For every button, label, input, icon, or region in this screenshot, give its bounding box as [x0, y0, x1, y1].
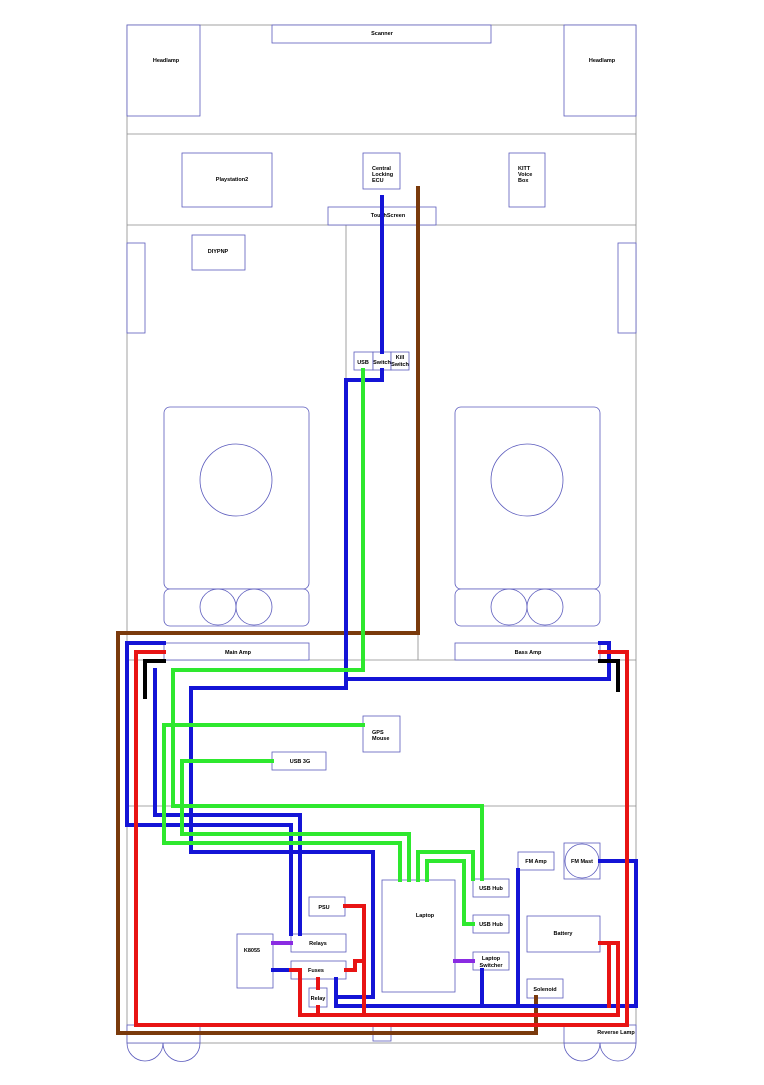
blue-wire-bassamp — [344, 668, 611, 681]
green-wire-gps — [162, 723, 402, 882]
central-locking-label-3: ECU — [372, 178, 384, 184]
central-locking-box — [362, 152, 401, 190]
usb-3g-label: USB 3G — [290, 759, 310, 765]
right-door-panel — [617, 242, 637, 334]
kill-switch-box — [390, 351, 410, 371]
switch-label: Switch — [373, 360, 391, 366]
solenoid-box — [526, 978, 564, 999]
main-amp-label: Main Amp — [225, 650, 252, 656]
left-seat-base — [163, 406, 310, 590]
kitt-label-3: Box — [518, 178, 529, 184]
headlamp-right-box — [563, 24, 637, 117]
rear-lamp-left-bulbs — [126, 1042, 201, 1062]
gps-mouse-label-2: Mouse — [372, 736, 389, 742]
headlamp-left-box — [126, 24, 201, 117]
black-wire-main-amp — [143, 659, 166, 699]
right-seat-headrest-right — [526, 588, 564, 626]
k8055-box — [236, 933, 274, 989]
blue-wire-bass-right — [598, 641, 611, 672]
right-seat — [454, 406, 601, 627]
laptop-label: Laptop — [416, 913, 435, 919]
usb-hub-1-label: USB Hub — [479, 886, 503, 892]
laptop-box — [381, 879, 456, 993]
battery-box — [526, 915, 601, 953]
green-wire-hubs — [416, 850, 475, 882]
usb-hub-2-label: USB Hub — [479, 922, 503, 928]
kitt-label-1: KITT — [518, 166, 531, 172]
playstation-box — [181, 152, 273, 208]
left-seat-headrest-right — [235, 588, 273, 626]
diypnp-label: DIYPNP — [208, 249, 229, 255]
fm-amp-label: FM Amp — [525, 859, 547, 865]
red-wire-psu — [289, 904, 366, 1017]
scanner-box — [271, 24, 492, 44]
left-seat — [163, 406, 310, 627]
fm-amp-box — [517, 851, 555, 871]
green-wire-usb — [171, 368, 484, 881]
scanner-label: Scanner — [371, 31, 394, 37]
fm-mast-label: FM Mast — [571, 859, 593, 865]
headlamp-right-label: Headlamp — [589, 58, 616, 64]
psu-label: PSU — [318, 905, 329, 911]
gps-mouse-box — [362, 715, 401, 753]
blue-wire-fm-battery — [334, 859, 638, 1008]
blue-wire-left-loop — [125, 641, 293, 936]
fuses-label: Fuses — [308, 968, 324, 974]
central-locking-label-2: Locking — [372, 172, 393, 178]
bass-amp-label: Bass Amp — [515, 650, 542, 656]
green-wire-usb3g — [180, 759, 411, 882]
battery-label: Battery — [554, 931, 574, 937]
kill-switch-label-1: Kill — [396, 355, 405, 361]
left-door-panel — [126, 242, 146, 334]
rear-lamp-right-bulbs — [563, 1042, 637, 1062]
usb-label: USB — [357, 360, 369, 366]
k8055-label: K8055 — [244, 948, 260, 954]
central-locking-label-1: Central — [372, 166, 391, 172]
relay-label: Relay — [311, 996, 327, 1002]
usb-hub-1-box — [472, 878, 510, 898]
blue-wire-left-loop-2 — [153, 668, 302, 936]
laptop-switcher-label-1: Laptop — [482, 956, 501, 962]
right-seat-base — [454, 406, 601, 590]
diypnp-box — [191, 234, 246, 271]
right-seat-circle — [490, 443, 564, 517]
kitt-voice-box — [508, 152, 546, 208]
relays-label: Relays — [309, 941, 327, 947]
laptop-switcher-label-2: Switcher — [480, 963, 504, 969]
left-seat-circle — [199, 443, 273, 517]
black-wire-bass-amp — [598, 659, 620, 692]
headlamp-left-label: Headlamp — [153, 58, 180, 64]
solenoid-label: Solenoid — [533, 987, 556, 993]
gps-mouse-label-1: GPS — [372, 730, 384, 736]
kill-switch-label-2: Switch — [391, 362, 409, 368]
touchscreen-label: TouchScreen — [371, 213, 406, 219]
reverse-lamp-label: Reverse Lamp — [597, 1030, 635, 1036]
wiring — [116, 186, 638, 1035]
kitt-label-2: Voice — [518, 172, 532, 178]
red-wire-left-amp — [134, 650, 629, 1027]
left-seat-back — [163, 588, 310, 627]
right-seat-back — [454, 588, 601, 627]
playstation-label: Playstation2 — [216, 177, 248, 183]
green-wire-hubs-2 — [425, 859, 475, 926]
red-wire-fuses-relay — [344, 959, 366, 972]
